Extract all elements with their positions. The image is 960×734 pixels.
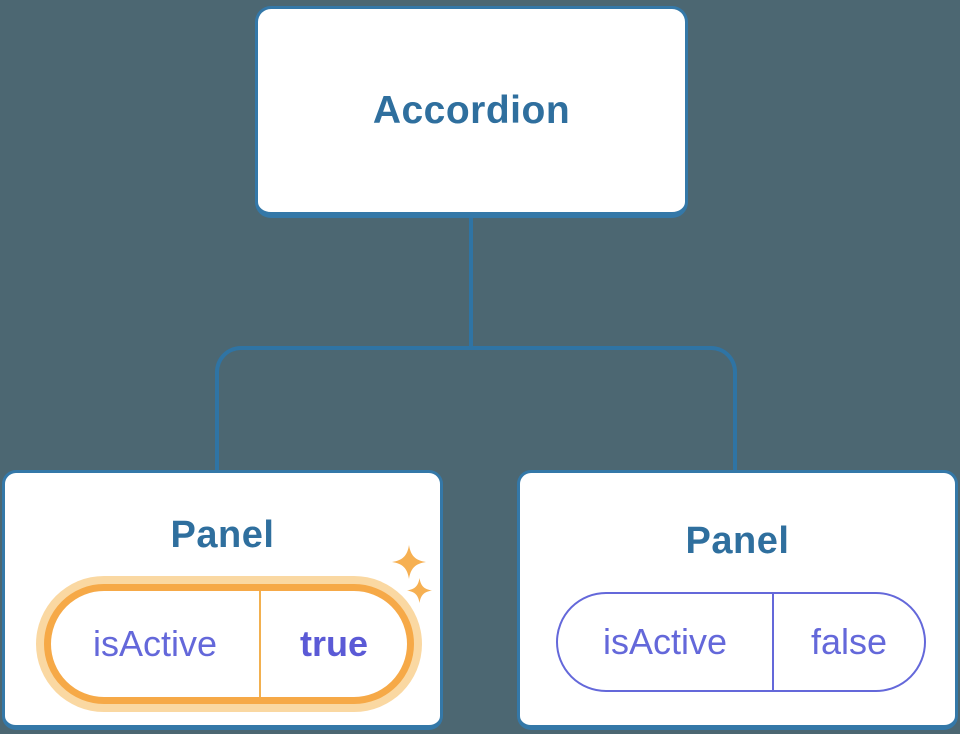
state-value: false (810, 621, 888, 662)
panel-node-label: Panel (170, 514, 275, 556)
connector-stem (469, 218, 473, 347)
sparkle-icon (392, 545, 426, 579)
accordion-node-label: Accordion (372, 88, 571, 132)
panel-node-inactive: Panel isActive false (517, 470, 958, 730)
state-pill-inactive: isActive false (556, 592, 926, 692)
panel-node-active: Panel isActive true (2, 470, 443, 730)
state-value: true (299, 623, 368, 664)
accordion-node: Accordion (255, 6, 688, 218)
state-key: isActive (558, 594, 774, 690)
state-pill-active: isActive true (44, 584, 414, 704)
state-key: isActive (51, 591, 261, 697)
panel-node-label: Panel (685, 520, 790, 562)
connector-branches (215, 346, 737, 472)
sparkle-icon (407, 578, 432, 603)
